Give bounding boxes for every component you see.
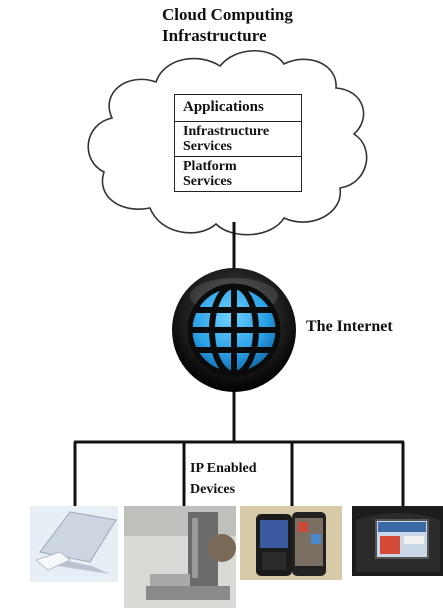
- title-line-1: Cloud Computing: [162, 4, 293, 25]
- devices-label: IP Enabled Devices: [190, 458, 257, 500]
- car-display-icon: [352, 506, 443, 576]
- diagram-title: Cloud Computing Infrastructure: [162, 4, 293, 46]
- layer-applications: Applications: [175, 95, 301, 122]
- layer-label: Platform: [183, 159, 293, 174]
- smartphone-icon: [240, 506, 342, 580]
- globe-icon: [172, 268, 296, 392]
- internet-label: The Internet: [306, 318, 393, 336]
- cloud-service-stack: Applications Infrastructure Services Pla…: [174, 94, 302, 192]
- layer-infrastructure-services: Infrastructure Services: [175, 122, 301, 157]
- devices-label-line-1: IP Enabled: [190, 458, 257, 479]
- layer-label: Services: [183, 174, 293, 189]
- laptop-icon: [30, 506, 118, 582]
- layer-label: Services: [183, 139, 293, 154]
- layer-label: Applications: [183, 100, 293, 115]
- title-line-2: Infrastructure: [162, 25, 293, 46]
- layer-label: Infrastructure: [183, 124, 293, 139]
- desktop-computer-icon: [124, 506, 236, 608]
- layer-platform-services: Platform Services: [175, 157, 301, 191]
- devices-label-line-2: Devices: [190, 479, 257, 500]
